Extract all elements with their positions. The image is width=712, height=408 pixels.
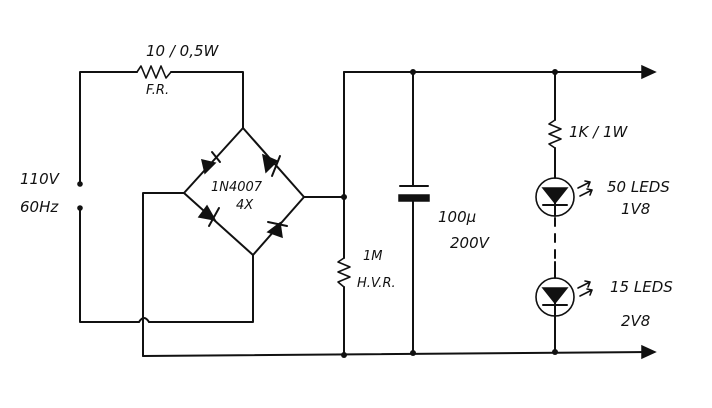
led-group-2-count-label: 15 LEDS xyxy=(610,278,673,296)
bridge-rectifier xyxy=(183,127,345,256)
ac-input-loop xyxy=(77,65,254,357)
source-frequency-label: 60Hz xyxy=(20,198,59,216)
bleeder-resistor xyxy=(337,257,351,288)
dc-rails xyxy=(142,64,657,360)
led-group-2 xyxy=(535,277,593,353)
diode-lower-right xyxy=(266,221,288,239)
bleeder-type-label: H.V.R. xyxy=(357,276,396,291)
source-voltage-label: 110V xyxy=(20,170,61,188)
led-resistor xyxy=(548,119,562,149)
diode-upper-left xyxy=(200,151,221,175)
bleeder-value-label: 1M xyxy=(363,249,383,264)
diode-lower-left xyxy=(197,204,220,227)
led-resistor-label: 1K / 1W xyxy=(569,123,629,141)
fuse-resistor-type-label: F.R. xyxy=(146,83,169,98)
fuse-resistor xyxy=(136,65,172,79)
ac-terminal-top xyxy=(77,181,83,187)
led-group-1 xyxy=(535,177,593,217)
filter-capacitor xyxy=(398,71,430,354)
led-group-1-voltage-label: 1V8 xyxy=(621,200,650,218)
capacitor-voltage-label: 200V xyxy=(450,234,491,252)
led-group-2-voltage-label: 2V8 xyxy=(621,312,650,330)
diode-upper-right xyxy=(262,153,281,177)
bridge-count-label: 4X xyxy=(236,198,254,213)
capacitor-value-label: 100µ xyxy=(438,208,476,226)
top-rail-arrow xyxy=(641,64,657,80)
led-group-1-count-label: 50 LEDS xyxy=(607,178,670,196)
led-branch xyxy=(535,71,593,353)
bottom-rail-arrow xyxy=(641,344,657,360)
fuse-resistor-value-label: 10 / 0,5W xyxy=(146,42,220,60)
bridge-part-label: 1N4007 xyxy=(211,180,263,195)
